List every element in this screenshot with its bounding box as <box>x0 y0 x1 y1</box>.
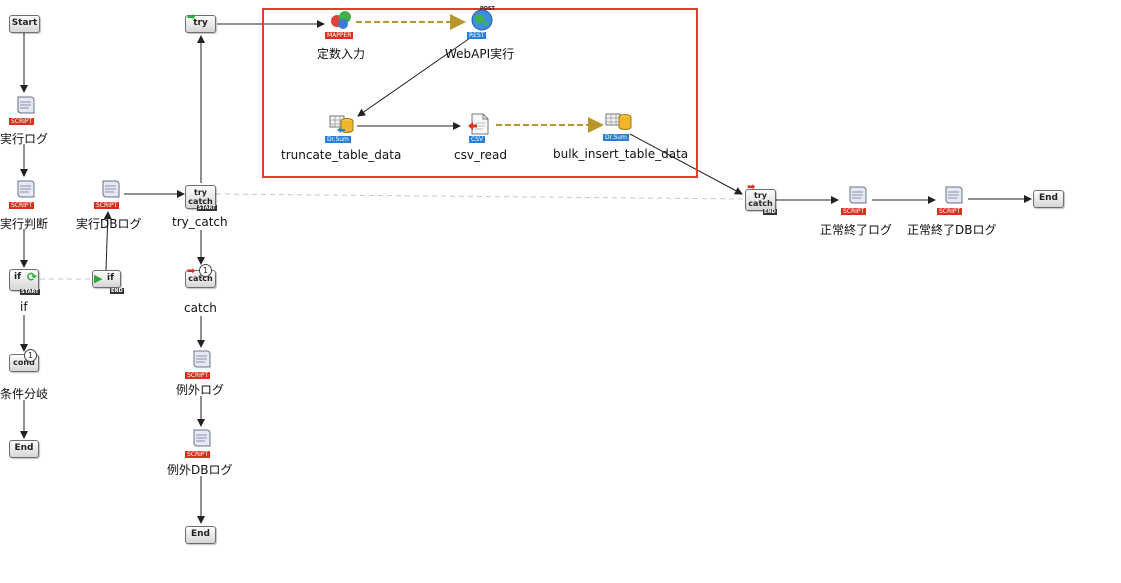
script-icon <box>193 429 211 447</box>
script-normal-end-db-log-node[interactable]: SCRIPT <box>937 184 969 216</box>
csv-read-label: csv_read <box>454 148 507 162</box>
script-exec-log-label: 実行ログ <box>0 132 49 146</box>
try-catch-start-label: try_catch <box>172 215 228 229</box>
script-tag: SCRIPT <box>94 202 120 209</box>
script-icon <box>849 186 867 204</box>
if-start-sub: START <box>20 289 40 295</box>
cond-label: 条件分岐 <box>0 387 49 401</box>
globe-icon <box>471 9 493 31</box>
webapi-tag: REST <box>467 32 487 39</box>
try-text: try <box>193 18 208 28</box>
script-normal-end-log-label: 正常終了ログ <box>820 223 893 237</box>
end-left-node[interactable]: End <box>9 440 39 458</box>
loop-green-icon: ⟳ <box>26 270 37 284</box>
script-exec-judge-label: 実行判断 <box>0 217 49 231</box>
catch-label: catch <box>184 301 217 315</box>
script-tag: SCRIPT <box>937 208 963 215</box>
edge-ifend-to-dblog <box>103 211 112 271</box>
red-arrow-icon: ➡ <box>747 182 756 193</box>
if-end-node[interactable]: ▶ if <box>92 270 121 288</box>
webapi-node[interactable]: POST REST <box>465 6 499 40</box>
script-icon <box>17 96 35 114</box>
mapper-tag: MAPPER <box>325 32 354 39</box>
if-start-text: if <box>14 272 22 282</box>
try-catch-end-text-top: try <box>754 191 767 200</box>
try-catch-start-text-top: try <box>194 188 207 197</box>
script-exception-log-label: 例外ログ <box>176 383 225 397</box>
script-tag: SCRIPT <box>9 118 35 125</box>
script-exec-judge-node[interactable]: SCRIPT <box>9 178 41 210</box>
try-catch-start-sub: START <box>197 205 217 211</box>
script-icon <box>193 350 211 368</box>
script-icon <box>17 180 35 198</box>
if-end-text: if <box>106 273 114 283</box>
script-tag: SCRIPT <box>9 202 35 209</box>
script-exception-log-node[interactable]: SCRIPT <box>185 348 217 380</box>
webapi-sub: POST <box>480 6 495 12</box>
script-exception-db-log-label: 例外DBログ <box>167 463 233 477</box>
webapi-label: WebAPI実行 <box>445 47 515 61</box>
highlight-box <box>262 8 698 178</box>
end-right-label: End <box>1039 193 1058 203</box>
edge-bulk-to-trycatch-end <box>629 133 743 195</box>
script-normal-end-log-node[interactable]: SCRIPT <box>841 184 873 216</box>
arrow-right-icon: ▶ <box>94 272 103 285</box>
csv-tag: CSV <box>469 136 486 143</box>
truncate-tag: Dr.Sum <box>325 136 351 143</box>
script-exception-db-log-node[interactable]: SCRIPT <box>185 427 217 459</box>
drsum-icon <box>605 113 632 130</box>
script-tag: SCRIPT <box>185 372 211 379</box>
csv-file-icon <box>468 113 489 135</box>
truncate-node[interactable]: Dr.Sum <box>325 112 357 144</box>
bulk-insert-node[interactable]: Dr.Sum <box>603 110 635 142</box>
start-node[interactable]: Start <box>9 15 40 33</box>
bulk-insert-label: bulk_insert_table_data <box>553 147 689 161</box>
script-exec-db-log-label: 実行DBログ <box>76 217 142 231</box>
catch-badge: 1 <box>199 264 212 277</box>
script-icon <box>945 186 963 204</box>
script-normal-end-db-log-label: 正常終了DBログ <box>907 223 997 237</box>
end-mid-label: End <box>191 529 210 539</box>
end-left-label: End <box>14 443 34 453</box>
script-exec-log-node[interactable]: SCRIPT <box>9 94 41 126</box>
truncate-label: truncate_table_data <box>281 148 402 162</box>
script-tag: SCRIPT <box>185 451 211 458</box>
green-arrow-icon: ➡ <box>187 12 196 23</box>
mapper-icon <box>331 11 351 29</box>
script-icon <box>102 180 120 198</box>
dashed-link-try-catch <box>215 193 746 200</box>
try-catch-end-sub: END <box>763 209 777 215</box>
end-right-node[interactable]: End <box>1033 190 1064 208</box>
start-label: Start <box>11 18 38 28</box>
edge-webapi-to-truncate <box>357 37 471 117</box>
if-start-node[interactable]: if ⟳ <box>9 269 39 291</box>
try-catch-end-node[interactable]: ➡ try catch <box>745 183 776 211</box>
bulk-insert-tag: Dr.Sum <box>603 134 629 141</box>
drsum-icon <box>329 115 354 133</box>
catch-text: catch <box>188 274 213 283</box>
try-node[interactable]: ➡ try <box>185 12 216 33</box>
cond-text: cond <box>13 358 35 367</box>
mapper-label: 定数入力 <box>317 47 366 61</box>
try-catch-start-text-bottom: catch <box>188 197 213 206</box>
csv-read-node[interactable]: CSV <box>464 112 496 144</box>
script-exec-db-log-node[interactable]: SCRIPT <box>94 178 126 210</box>
script-tag: SCRIPT <box>841 208 867 215</box>
cond-badge: 1 <box>24 349 37 362</box>
end-mid-node[interactable]: End <box>185 526 216 544</box>
red-arrow-icon: ➡ <box>187 266 196 277</box>
mapper-node[interactable]: MAPPER <box>325 8 357 40</box>
try-catch-end-text-bottom: catch <box>748 199 773 208</box>
if-start-label: if <box>20 300 28 314</box>
if-end-sub: END <box>110 288 124 294</box>
